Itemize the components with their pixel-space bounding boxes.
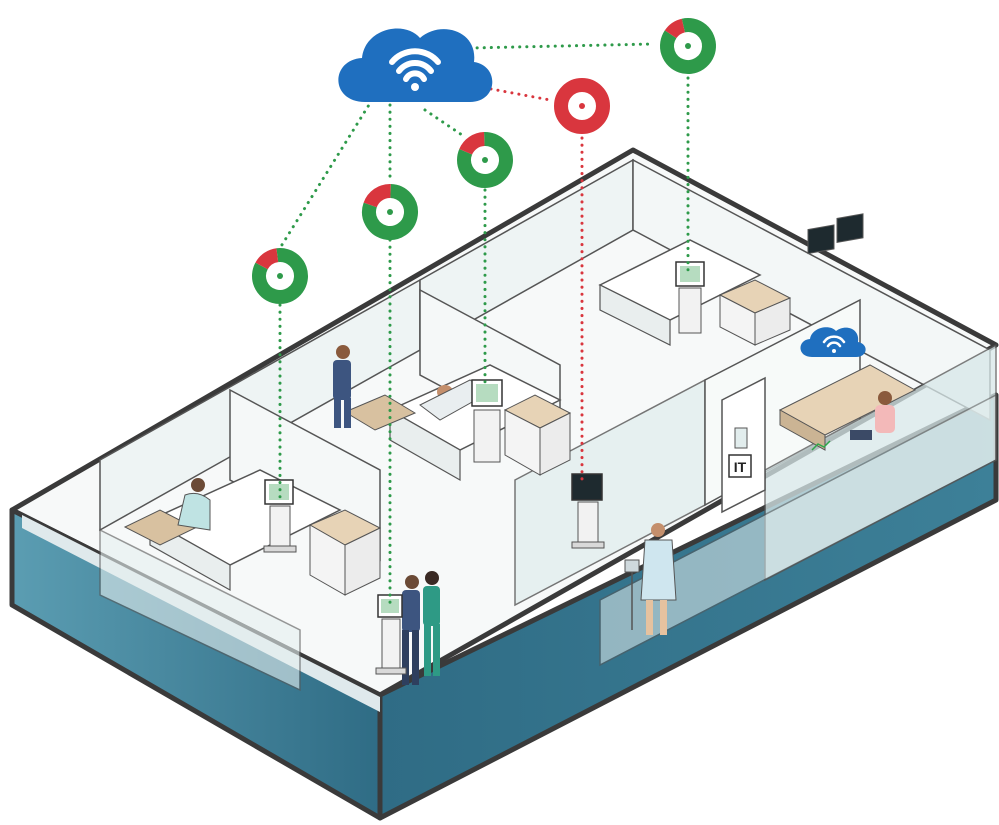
carts — [263, 261, 705, 675]
donut-status-icon — [252, 248, 308, 304]
it-wifi-cloud-icon — [800, 327, 866, 357]
donut-alert-segment — [459, 132, 486, 155]
it-desk — [778, 213, 917, 451]
wifi-cloud-icon — [338, 28, 493, 102]
link-room2 — [423, 108, 464, 137]
it-door-label: IT — [734, 459, 747, 475]
furniture — [123, 213, 917, 596]
link-room3 — [468, 42, 654, 50]
patient-with-iv — [624, 523, 677, 635]
iv-tablet — [624, 559, 640, 573]
donut-status-icon — [554, 78, 610, 134]
medical-cart-room3 — [675, 261, 705, 334]
it-sign — [728, 454, 752, 478]
medical-cart-room2 — [471, 379, 503, 463]
it-technician — [850, 391, 895, 440]
it-door — [721, 376, 766, 514]
donut-ok-segment — [660, 18, 716, 74]
donut-center-dot — [685, 43, 691, 49]
cabinet-room2 — [503, 394, 572, 476]
donut-status-icon — [457, 132, 513, 188]
medical-cart-corridor — [571, 473, 605, 549]
medical-cart-hall — [375, 594, 407, 675]
donut-center-dot — [482, 157, 488, 163]
staff-pair — [402, 571, 440, 685]
patient-seated — [177, 478, 211, 531]
donut-alert-segment — [554, 78, 610, 134]
donut-center-dot — [387, 209, 393, 215]
donut-center-dot — [579, 103, 585, 109]
donut-ok-segment — [252, 248, 308, 304]
donut-status-icon — [660, 18, 716, 74]
donut-ok-segment — [362, 184, 418, 240]
link-room1 — [278, 98, 374, 250]
medical-cart-room1 — [263, 479, 297, 553]
status-donuts — [252, 18, 716, 304]
donut-center-dot — [277, 273, 283, 279]
donut-alert-segment — [664, 18, 686, 39]
cabinet-room1 — [308, 509, 382, 596]
network-links — [278, 42, 690, 607]
nurse-figure — [333, 345, 351, 428]
cabinet-room3 — [718, 279, 792, 346]
donut-alert-segment — [363, 184, 392, 208]
donut-alert-segment — [255, 248, 279, 270]
donut-ok-segment — [457, 132, 513, 188]
table-room2 — [343, 394, 417, 431]
donut-status-icon — [362, 184, 418, 240]
